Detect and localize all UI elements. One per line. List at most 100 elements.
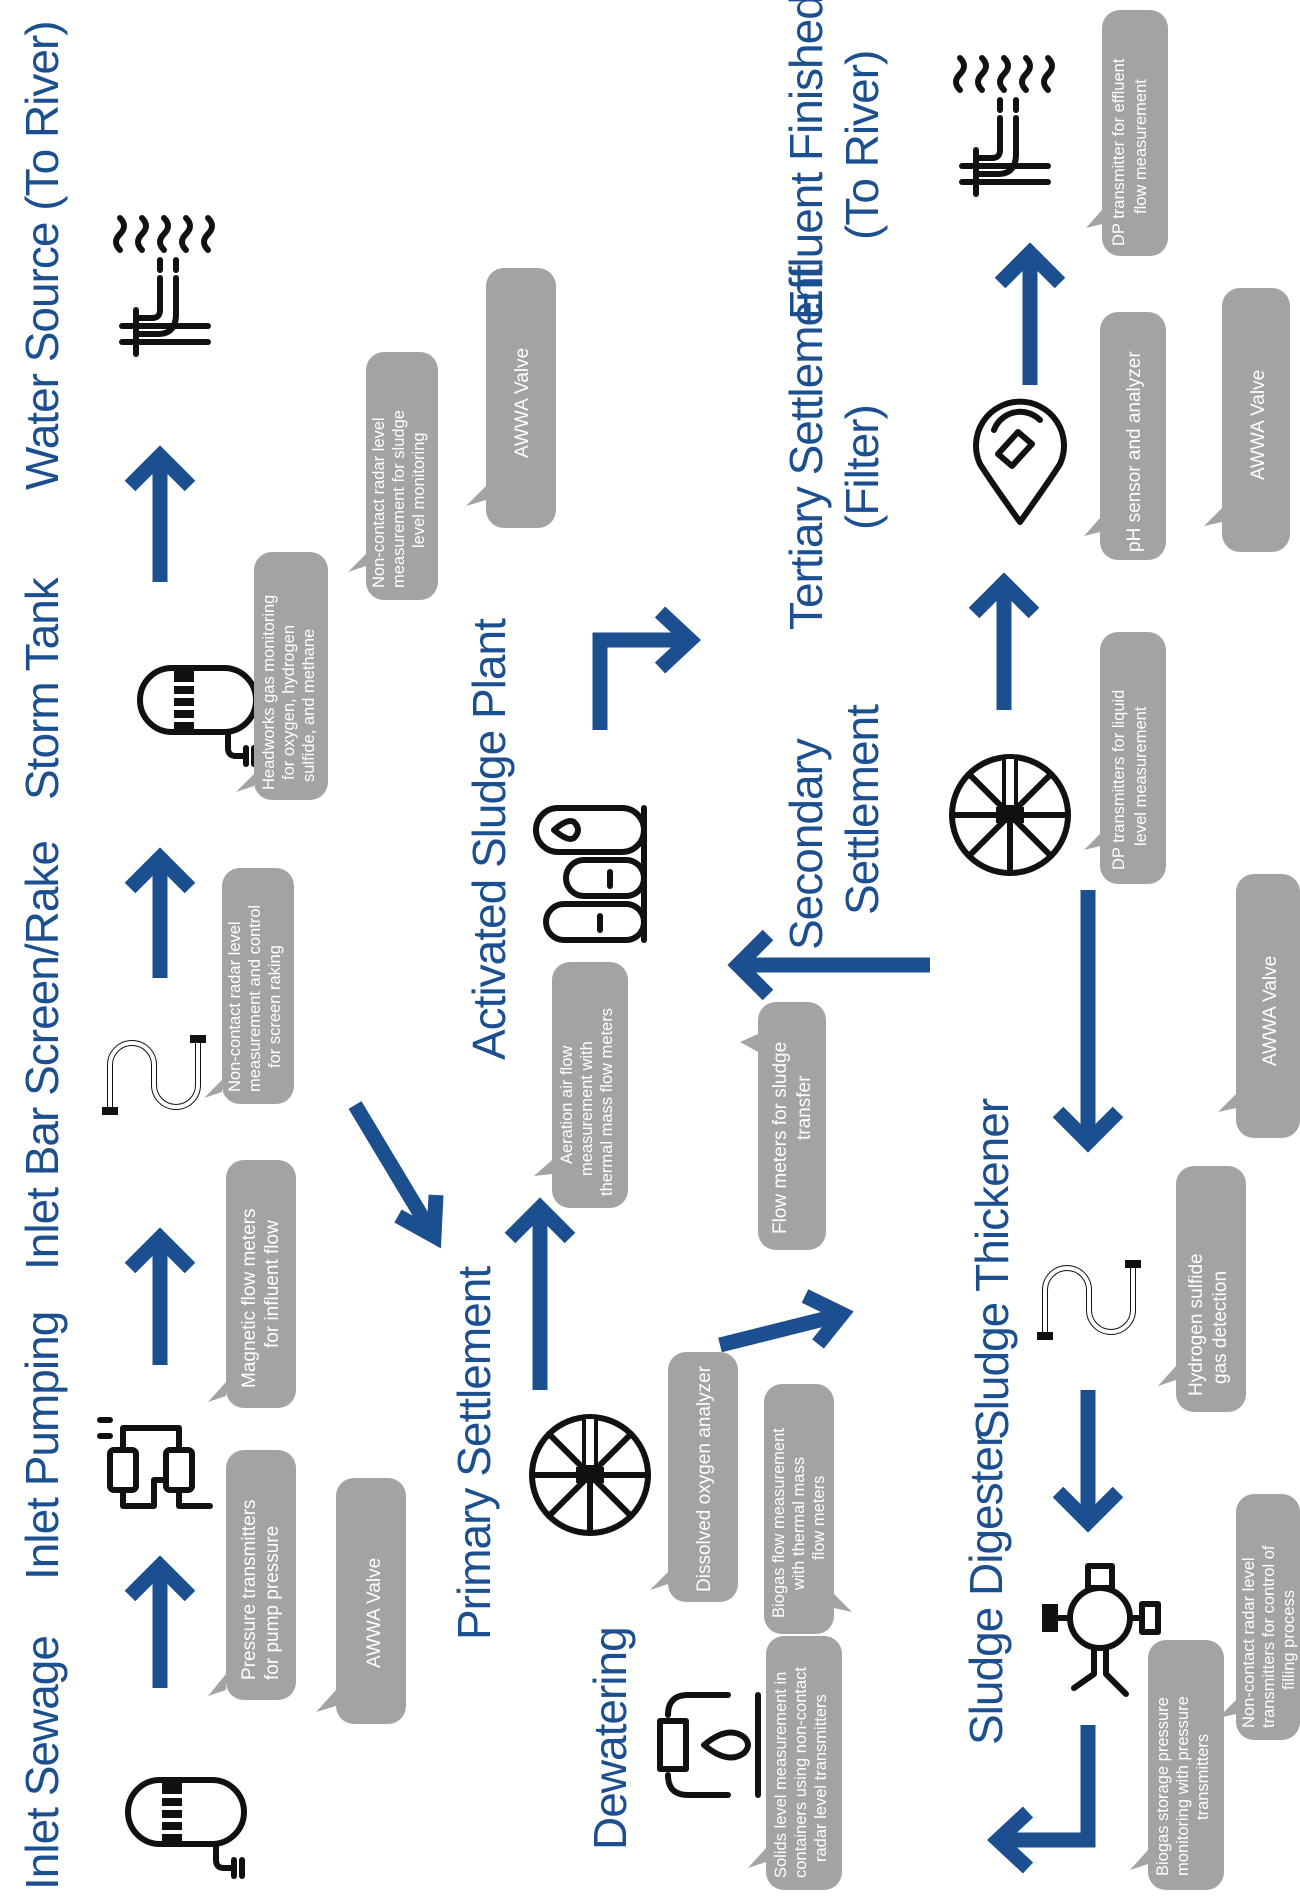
stage-inlet-pumping: Inlet Pumping: [16, 1312, 68, 1580]
river-outfall-icon: [956, 58, 1052, 194]
stage-tertiary-settlement-1: Tertiary Settlement: [780, 264, 832, 630]
flow-arrows: [124, 242, 1124, 1874]
arrow-up: [124, 847, 196, 978]
stage-inlet-sewage: Inlet Sewage: [16, 1636, 68, 1890]
svg-text:for oxygen, hydrogen: for oxygen, hydrogen: [280, 625, 298, 780]
stage-water-source: Water Source (To River): [16, 21, 68, 490]
stage-secondary-settlement-1: Secondary: [780, 738, 832, 950]
svg-text:with thermal mass: with thermal mass: [790, 1457, 808, 1591]
callout-awwa-valve: AWWA Valve: [466, 268, 556, 528]
clarifier-wheel-icon: [952, 757, 1068, 873]
svg-text:for pump pressure: for pump pressure: [262, 1526, 283, 1680]
callout-biogas-storage: Biogas storage pressure monitoring with …: [1130, 1640, 1224, 1890]
svg-text:DP transmitter for effluent: DP transmitter for effluent: [1110, 58, 1128, 246]
river-outfall-icon: [116, 218, 212, 354]
stage-effluent-finished-2: (To River): [836, 51, 888, 240]
arrow-left: [727, 929, 930, 1001]
arrow-down: [1052, 1390, 1124, 1533]
arrow-up: [124, 445, 196, 582]
svg-text:sulfide, and methane: sulfide, and methane: [300, 629, 318, 782]
digester-valve-icon: [1042, 1566, 1158, 1694]
svg-text:Headworks gas monitoring: Headworks gas monitoring: [260, 595, 278, 790]
svg-text:AWWA Valve: AWWA Valve: [1260, 956, 1281, 1066]
stage-labels: Inlet Sewage Inlet Pumping Inlet Bar Scr…: [16, 0, 1018, 1890]
callout-awwa-valve: AWWA Valve: [316, 1478, 406, 1724]
callout-solids-level: Solids level measurement in containers u…: [748, 1636, 842, 1890]
svg-text:level measurement: level measurement: [1132, 706, 1150, 846]
stage-activated-sludge: Activated Sludge Plant: [463, 618, 515, 1060]
svg-text:AWWA Valve: AWWA Valve: [364, 1558, 385, 1668]
svg-text:gas detection: gas detection: [1210, 1271, 1231, 1384]
svg-text:for influent flow: for influent flow: [262, 1220, 283, 1348]
stage-secondary-settlement-2: Settlement: [836, 704, 888, 915]
callout-sludge-transfer: Flow meters for sludge transfer: [740, 1002, 826, 1250]
svg-text:Flow meters for sludge: Flow meters for sludge: [770, 1042, 791, 1234]
arrow-up: [124, 1555, 196, 1688]
stage-tertiary-settlement-2: (Filter): [836, 405, 888, 530]
svg-text:Non-contact radar level: Non-contact radar level: [370, 417, 388, 588]
filter-drop-icon: [976, 402, 1064, 522]
stage-sludge-digester: Sludge Digester: [960, 1432, 1012, 1745]
storage-tank-icon: [128, 1780, 244, 1876]
svg-text:flow meters: flow meters: [810, 1476, 828, 1560]
arrow-corner: [592, 606, 701, 730]
svg-text:Biogas storage pressure: Biogas storage pressure: [1154, 1697, 1172, 1876]
arrow-diagonal: [718, 1289, 854, 1353]
svg-text:Hydrogen sulfide: Hydrogen sulfide: [1186, 1253, 1207, 1396]
storage-tank-icon: [140, 668, 256, 764]
dewatering-icon: [660, 1695, 758, 1795]
callout-radar-sludge: Non-contact radar level measurement for …: [348, 352, 438, 600]
arrow-up: [124, 1227, 196, 1365]
pump-icon: [100, 1420, 210, 1506]
callout-dp-liquid: DP transmitters for liquid level measure…: [1084, 632, 1166, 884]
svg-text:thermal mass flow meters: thermal mass flow meters: [598, 1008, 616, 1196]
svg-text:radar level transmitters: radar level transmitters: [812, 1694, 830, 1862]
arrow-down: [1052, 890, 1124, 1153]
stage-primary-settlement: Primary Settlement: [448, 1266, 500, 1640]
svg-text:measurement with: measurement with: [578, 1041, 596, 1176]
stage-dewatering: Dewatering: [584, 1627, 636, 1850]
callout-awwa-valve: AWWA Valve: [1218, 874, 1300, 1138]
svg-text:transfer: transfer: [794, 1075, 815, 1140]
arrow-up: [968, 572, 1040, 710]
stage-inlet-bar-screen: Inlet Bar Screen/Rake: [16, 841, 68, 1270]
svg-text:for screen raking: for screen raking: [266, 945, 284, 1068]
arrow-diagonal-down: [348, 1101, 444, 1249]
callout-awwa-valve: AWWA Valve: [1204, 288, 1290, 552]
svg-text:Solids level measurement in: Solids level measurement in: [772, 1672, 790, 1878]
svg-text:pH sensor and analyzer: pH sensor and analyzer: [1124, 351, 1145, 552]
svg-text:flow measurement: flow measurement: [1132, 79, 1150, 214]
svg-text:measurement for sludge: measurement for sludge: [390, 410, 408, 588]
callout-aeration-flow: Aeration air flow measurement with therm…: [534, 962, 628, 1208]
callout-biogas-flow: Biogas flow measurement with thermal mas…: [764, 1384, 852, 1634]
arrow-corner: [987, 1725, 1096, 1874]
callout-radar-filling: Non-contact radar level transmitters for…: [1218, 1494, 1300, 1740]
svg-text:measurement and control: measurement and control: [246, 905, 264, 1092]
svg-text:AWWA Valve: AWWA Valve: [1248, 370, 1269, 480]
svg-text:DP transmitters for liquid: DP transmitters for liquid: [1110, 690, 1128, 870]
clarifier-wheel-icon: [532, 1417, 648, 1533]
arrow-up: [504, 1197, 576, 1390]
svg-text:monitoring with pressure: monitoring with pressure: [1174, 1696, 1192, 1876]
svg-text:Aeration air flow: Aeration air flow: [558, 1046, 576, 1164]
callout-radar-screen: Non-contact radar level measurement and …: [204, 868, 294, 1104]
svg-text:transmitters: transmitters: [1194, 1734, 1212, 1820]
stage-sludge-thickener: Sludge Thickener: [966, 1098, 1018, 1440]
callout-pressure-transmitters: Pressure transmitters for pump pressure: [208, 1450, 296, 1700]
stage-storm-tank: Storm Tank: [16, 576, 68, 800]
stage-effluent-finished-1: Effluent Finished: [780, 0, 832, 320]
arrow-up: [994, 242, 1066, 385]
s-pipe-icon: [1037, 1260, 1141, 1340]
callout-ph-sensor: pH sensor and analyzer: [1084, 312, 1166, 560]
svg-text:Magnetic flow meters: Magnetic flow meters: [239, 1208, 260, 1388]
callout-dissolved-oxygen: Dissolved oxygen analyzer: [650, 1352, 738, 1602]
svg-text:filling process: filling process: [1280, 1590, 1298, 1690]
svg-text:Biogas flow measurement: Biogas flow measurement: [770, 1428, 788, 1618]
callout-dp-effluent: DP transmitter for effluent flow measure…: [1086, 10, 1168, 256]
callout-headworks-gas: Headworks gas monitoring for oxygen, hyd…: [236, 552, 328, 800]
svg-text:Dissolved oxygen analyzer: Dissolved oxygen analyzer: [694, 1365, 715, 1592]
svg-text:level monitoring: level monitoring: [410, 432, 428, 548]
s-pipe-icon: [102, 1035, 206, 1115]
callout-hydrogen-sulfide: Hydrogen sulfide gas detection: [1158, 1166, 1246, 1412]
